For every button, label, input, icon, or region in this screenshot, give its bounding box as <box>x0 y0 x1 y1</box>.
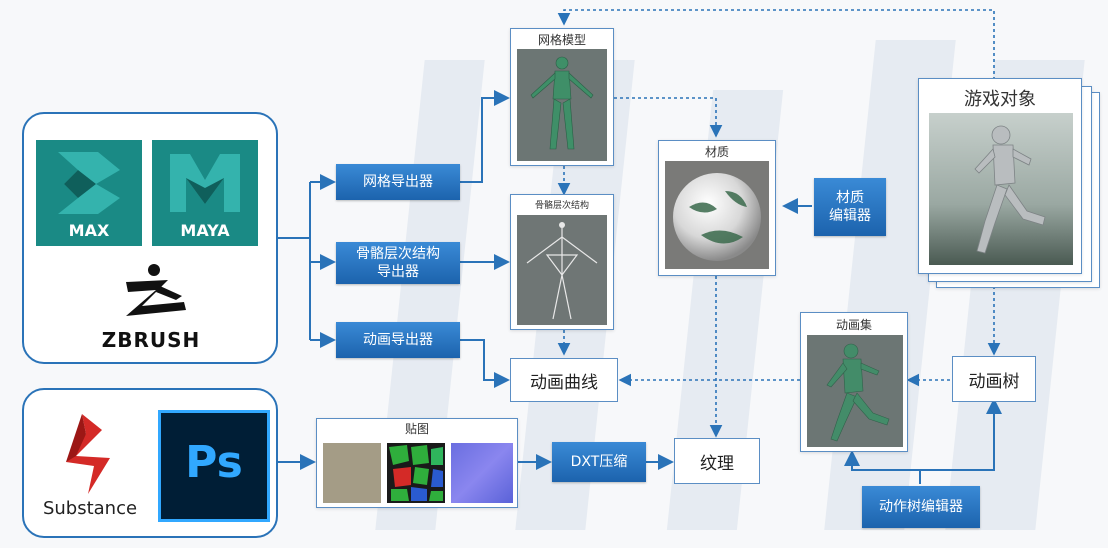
skeleton-exporter[interactable]: 骨骼层次结构 导出器 <box>336 242 460 284</box>
texture-normal-swatch <box>451 443 513 503</box>
anim-tree-box[interactable]: 动画树 <box>952 356 1036 402</box>
game-object-title: 游戏对象 <box>964 89 1036 110</box>
maya-logo: MAYA <box>152 140 258 246</box>
mesh-model-panel: 网格模型 <box>510 28 614 166</box>
texture-box[interactable]: 纹理 <box>674 438 760 484</box>
texture-tools-group: Substance Ps <box>22 388 278 538</box>
anim-curve-box[interactable]: 动画曲线 <box>510 358 618 402</box>
material-title: 材质 <box>704 145 729 159</box>
skeleton-exporter-line2: 导出器 <box>377 264 419 280</box>
mesh-exporter[interactable]: 网格导出器 <box>336 164 460 200</box>
material-editor-line2: 编辑器 <box>829 208 871 224</box>
textures-title: 贴图 <box>404 422 429 436</box>
skeleton-preview <box>517 215 607 325</box>
max-logo: MAX <box>36 140 142 246</box>
game-object-panel: 游戏对象 <box>918 78 1082 274</box>
substance-label: Substance <box>42 498 138 519</box>
max-label: MAX <box>68 221 110 240</box>
maya-icon <box>170 154 240 212</box>
anim-set-panel: 动画集 <box>800 312 908 452</box>
maya-label: MAYA <box>180 221 230 240</box>
id-map-icon <box>389 445 443 501</box>
anim-exporter[interactable]: 动画导出器 <box>336 322 460 358</box>
dcc-tools-group: MAX MAYA ZBRUSH <box>22 112 278 364</box>
anim-set-preview <box>807 335 903 447</box>
character-mesh-icon <box>530 56 594 150</box>
mesh-model-preview <box>517 49 607 161</box>
ps-label: Ps <box>185 437 243 488</box>
max-icon <box>58 152 120 214</box>
zbrush-icon <box>126 264 186 316</box>
substance-icon <box>66 414 110 494</box>
skeleton-title: 骨骼层次结构 <box>534 201 589 211</box>
anim-set-title: 动画集 <box>835 318 872 332</box>
material-editor-line1: 材质 <box>836 190 864 206</box>
textures-panel: 贴图 <box>316 418 518 508</box>
texture-diffuse-swatch <box>323 443 381 503</box>
zbrush-logo: ZBRUSH <box>86 262 216 358</box>
skeleton-icon <box>526 222 598 320</box>
photoshop-logo: Ps <box>158 410 270 522</box>
material-editor[interactable]: 材质 编辑器 <box>814 178 886 236</box>
mesh-model-title: 网格模型 <box>537 33 586 47</box>
anim-tree-editor[interactable]: 动作树编辑器 <box>862 486 980 528</box>
running-character-icon <box>974 125 1046 254</box>
material-preview <box>665 161 769 269</box>
game-object-preview <box>929 113 1073 265</box>
zbrush-label: ZBRUSH <box>101 328 201 352</box>
substance-logo: Substance <box>30 410 150 530</box>
texture-id-swatch <box>387 443 445 503</box>
anim-character-icon <box>826 343 890 442</box>
material-sphere-icon <box>673 173 761 261</box>
skeleton-exporter-line1: 骨骼层次结构 <box>356 246 440 262</box>
material-panel: 材质 <box>658 140 776 276</box>
skeleton-panel: 骨骼层次结构 <box>510 194 614 330</box>
dxt-compression[interactable]: DXT压缩 <box>552 442 646 482</box>
